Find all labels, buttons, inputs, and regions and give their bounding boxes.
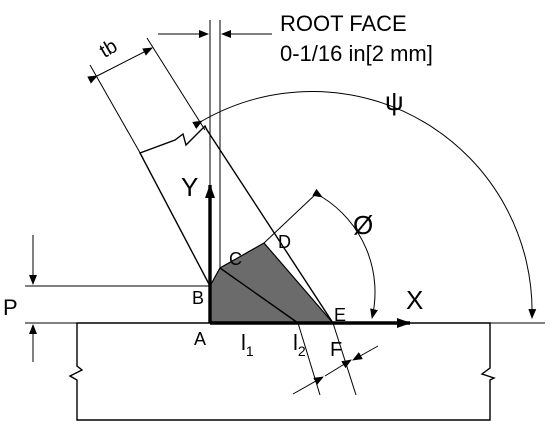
tb-ext-2 (146, 37, 206, 131)
psi-label: ψ (385, 86, 404, 116)
f-dim-line-2 (352, 345, 379, 361)
f-dim-line-3 (292, 376, 324, 395)
f-dim-line (324, 359, 352, 377)
root-face-value: 0-1/16 in[2 mm] (280, 41, 433, 66)
tb-label: tb (96, 35, 121, 62)
point-a-label: A (194, 329, 206, 349)
x-axis-label: X (406, 285, 423, 315)
point-d-label: D (278, 232, 291, 252)
tb-dim-line (87, 47, 153, 84)
l1-label: l1 (241, 330, 254, 359)
phi-arc (312, 188, 378, 319)
l1-subscript: 1 (246, 343, 254, 359)
phi-label: Ø (353, 210, 373, 240)
point-b-label: B (192, 288, 204, 308)
root-face-title: ROOT FACE (280, 11, 407, 36)
point-e-label: E (334, 305, 346, 325)
l1-letter: l (241, 330, 246, 355)
f-ext-1 (332, 322, 357, 396)
l2-subscript: 2 (298, 343, 306, 359)
psi-arc (192, 91, 537, 319)
y-axis-label: Y (181, 172, 198, 202)
base-plate (68, 322, 496, 421)
phi-ext-line (263, 191, 319, 244)
l2-letter: l (293, 330, 298, 355)
p-label: P (3, 295, 18, 320)
f-ext-2 (297, 322, 321, 396)
f-label: F (330, 339, 342, 361)
point-c-label: C (229, 249, 242, 269)
l2-label: l2 (293, 330, 306, 359)
tb-ext-1 (89, 64, 144, 159)
